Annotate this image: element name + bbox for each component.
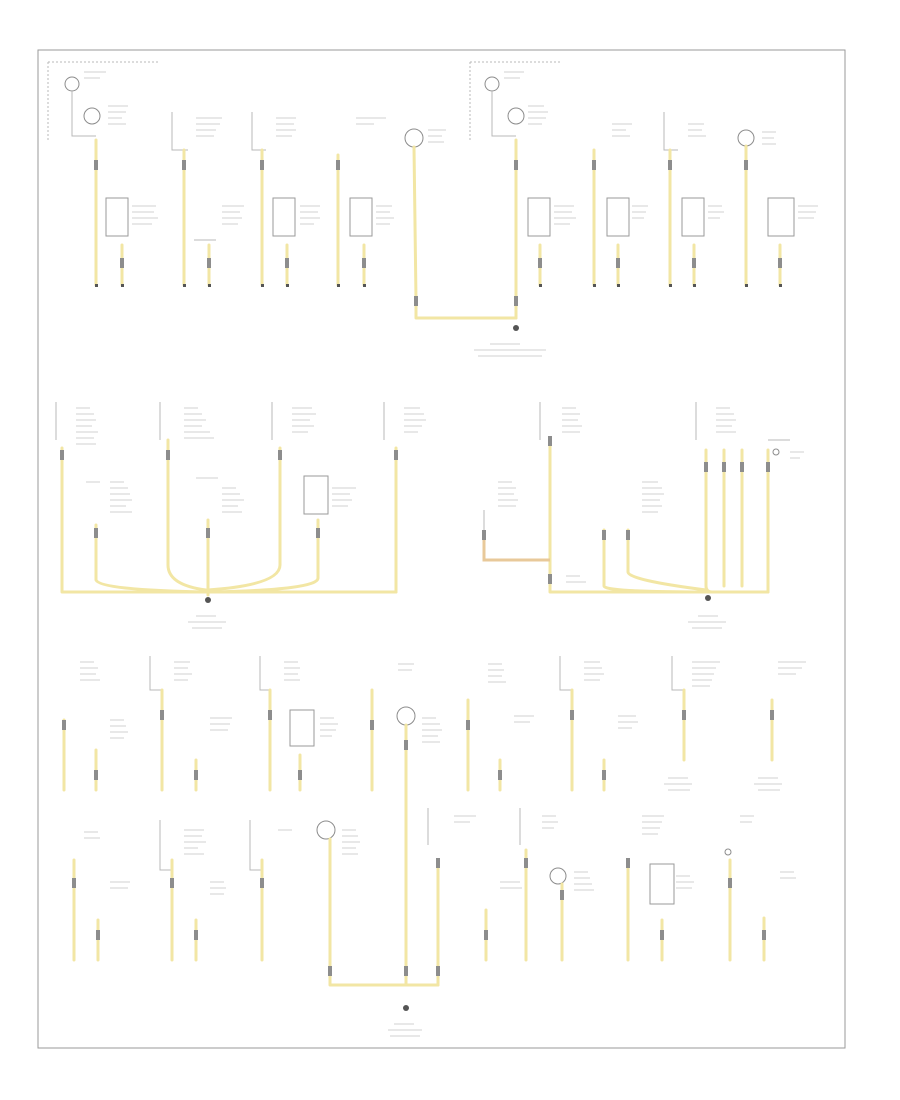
connectors [94, 160, 782, 306]
illegible-labels-middle [76, 407, 804, 629]
component-box [527, 197, 551, 237]
component-box [289, 709, 315, 747]
bulb-icon [404, 128, 424, 148]
connectors-middle [60, 436, 770, 584]
component-box [105, 197, 129, 237]
bulb-icon [772, 448, 780, 456]
illegible-labels [84, 71, 818, 357]
section-middle [55, 402, 804, 629]
bulb-icon [724, 848, 732, 856]
bulb-icon [484, 76, 500, 92]
component-box [649, 863, 675, 905]
diagram-frame [37, 49, 846, 1049]
bulb-icon [507, 107, 525, 125]
bulb-icon [83, 107, 101, 125]
ground-point-icon [403, 1005, 409, 1011]
ground-point-icon [513, 325, 519, 331]
ground-point-icon [205, 597, 211, 603]
component-box [303, 475, 329, 515]
connectors-lower [62, 710, 774, 976]
bulb-icon [396, 706, 416, 726]
illegible-labels-lower [80, 661, 806, 1037]
ground-point-icon [705, 595, 711, 601]
section-top [47, 61, 818, 357]
section-lower [62, 656, 806, 1037]
bulb-icon [64, 76, 80, 92]
component-box [349, 197, 373, 237]
bulb-icon [316, 820, 336, 840]
bulb-icon [737, 129, 755, 147]
component-box [681, 197, 705, 237]
component-box [767, 197, 795, 237]
bulb-icon [549, 867, 567, 885]
component-box [272, 197, 296, 237]
terminal-ticks [95, 284, 782, 287]
component-box [606, 197, 630, 237]
